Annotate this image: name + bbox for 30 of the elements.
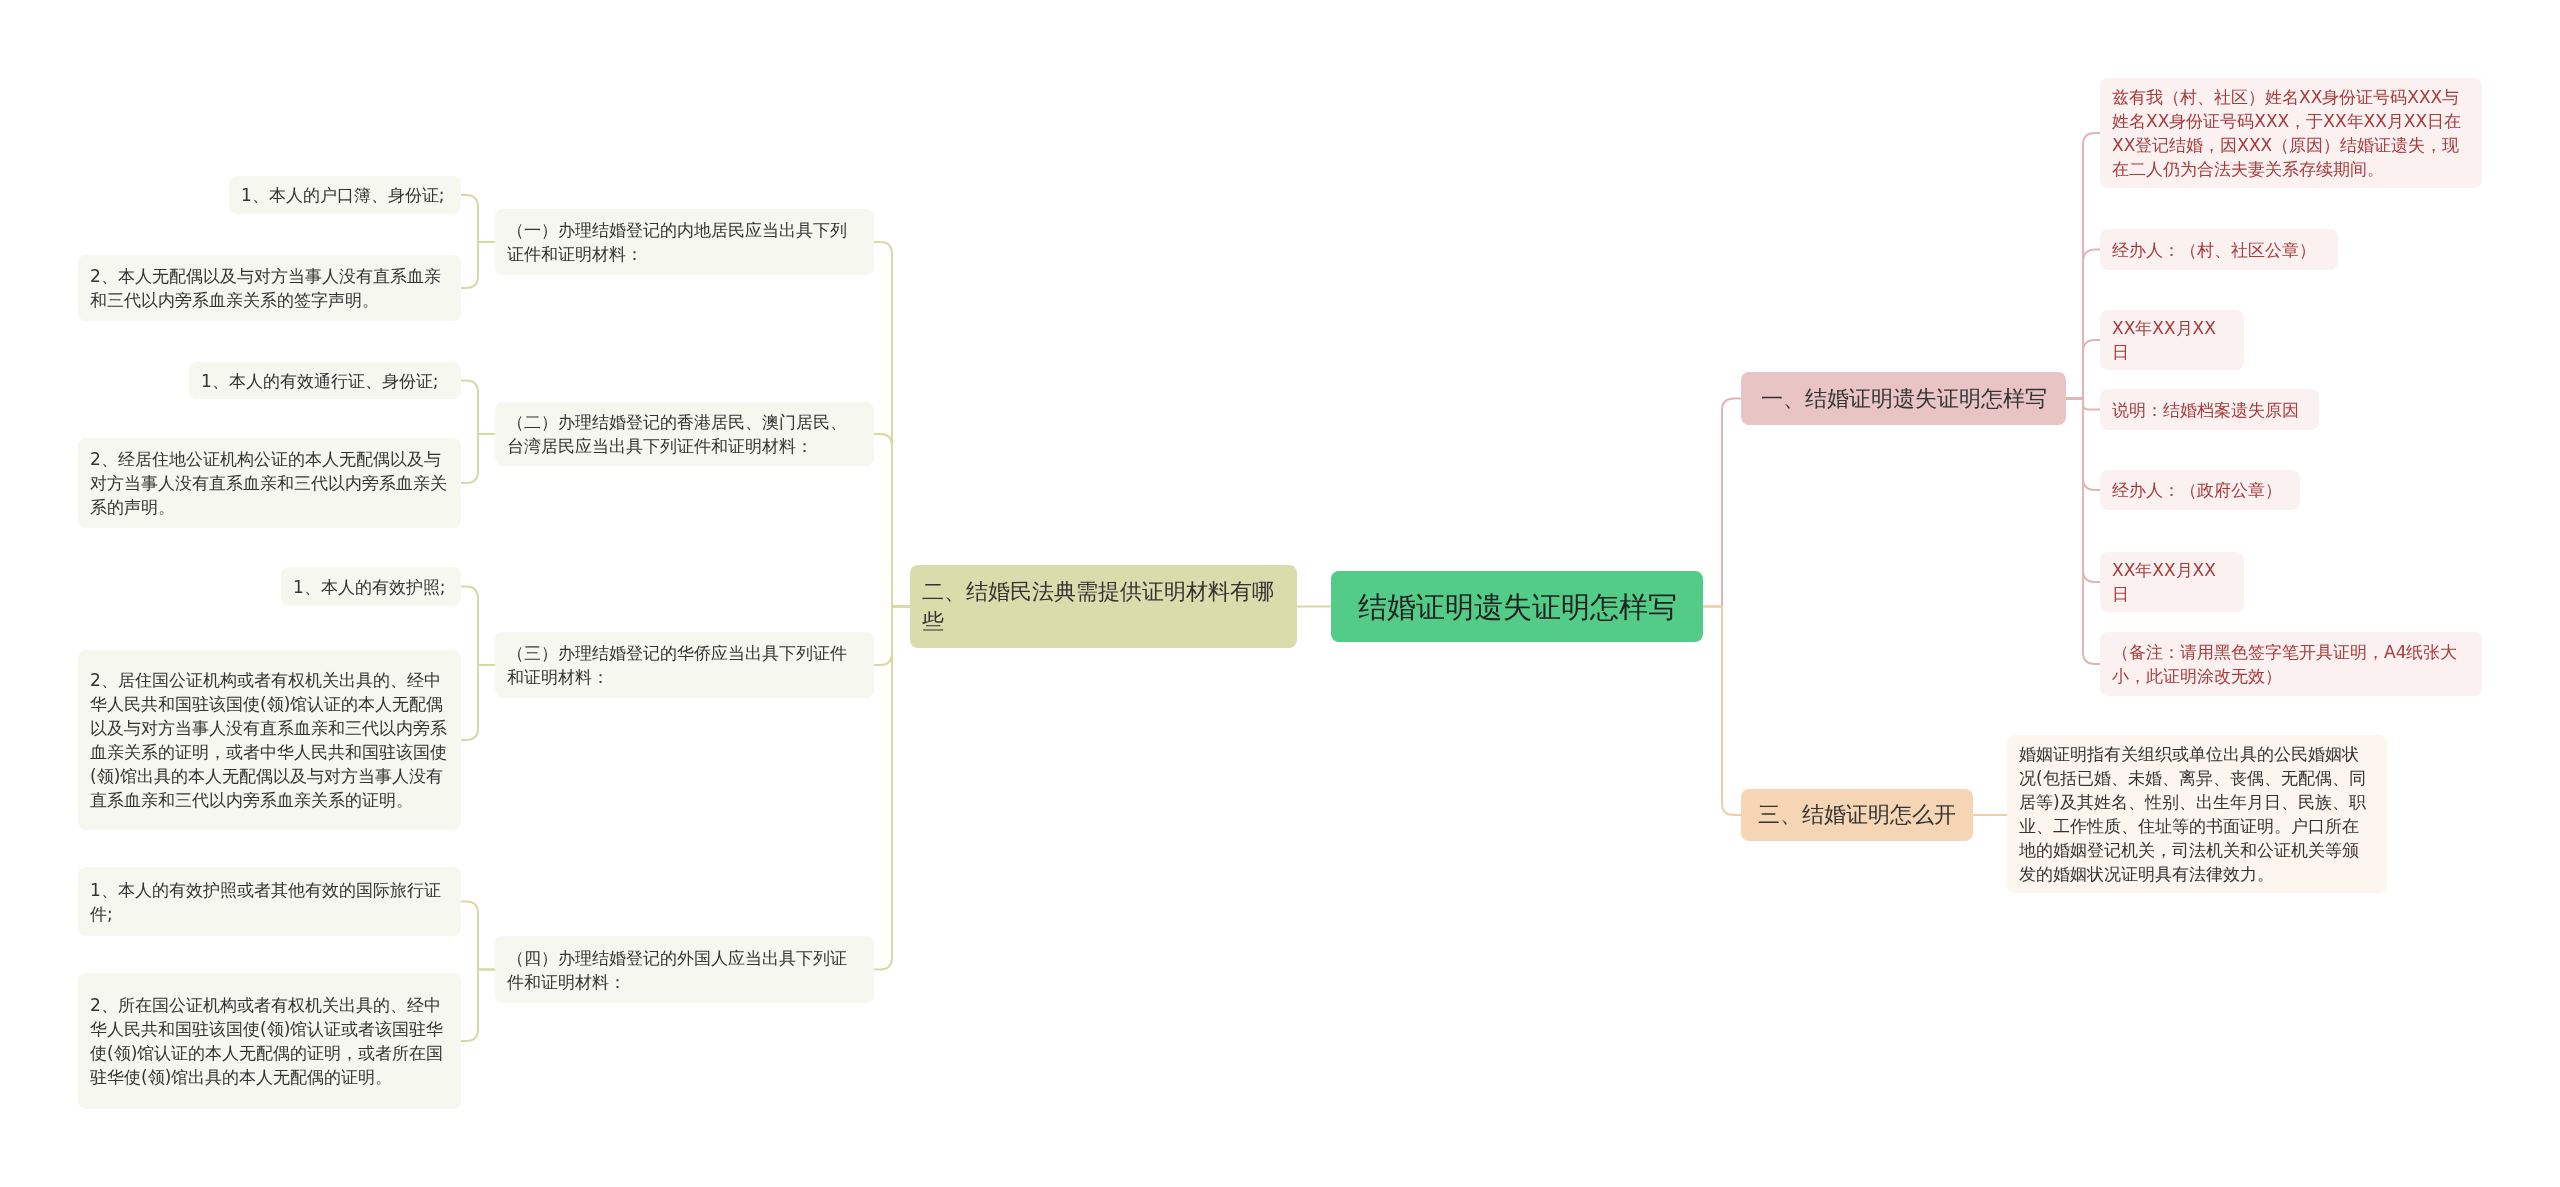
subtopic-box: （一）办理结婚登记的内地居民应当出具下列证件和证明材料：	[495, 209, 874, 275]
connector-line	[460, 433, 496, 484]
subtopic-box: XX年XX月XX日	[2100, 310, 2244, 370]
subtopic-box: 1、本人的有效通行证、身份证;	[189, 362, 461, 399]
central-topic-box: 结婚证明遗失证明怎样写	[1331, 571, 1703, 642]
connector-line	[1296, 605, 1332, 608]
subtopic-box: （二）办理结婚登记的香港居民、澳门居民、台湾居民应当出具下列证件和证明材料：	[495, 402, 874, 466]
connector-line	[2065, 397, 2101, 665]
subtopic-box: （备注：请用黑色签字笔开具证明，A4纸张大小，此证明涂改无效）	[2100, 632, 2482, 696]
subtopic-box: （三）办理结婚登记的华侨应当出具下列证件和证明材料：	[495, 632, 874, 698]
subtopic-box: 1、本人的户口簿、身份证;	[229, 176, 461, 214]
subtopic-box: 兹有我（村、社区）姓名XX身份证号码XXX与姓名XX身份证号码XXX，于XX年XX月XX日在XX登记结婚，因XXX（原因）结婚证遗失，现在二人仍为合法夫妻关系存续期间。	[2100, 78, 2482, 188]
subtopic-box: 经办人：（村、社区公章）	[2100, 229, 2338, 270]
subtopic-box: XX年XX月XX日	[2100, 552, 2244, 612]
subtopic-box: （四）办理结婚登记的外国人应当出具下列证件和证明材料：	[495, 936, 874, 1003]
subtopic-box: 1、本人的有效护照;	[281, 567, 461, 606]
topic-box: 三、结婚证明怎么开	[1741, 789, 1973, 841]
subtopic-box: 2、所在国公证机构或者有权机关出具的、经中华人民共和国驻该国使(领)馆认证或者该国驻华使(领)馆认证的本人无配偶的证明，或者所在国驻华使(领)馆出具的本人无配偶的证明。	[78, 973, 461, 1109]
subtopic-box: 说明：结婚档案遗失原因	[2100, 389, 2319, 430]
topic-box: 二、结婚民法典需提供证明材料有哪些	[910, 565, 1297, 648]
subtopic-box: 2、本人无配偶以及与对方当事人没有直系血亲和三代以内旁系血亲关系的签字声明。	[78, 255, 461, 321]
connector-line	[1702, 605, 1742, 816]
subtopic-box: 经办人：（政府公章）	[2100, 470, 2300, 510]
subtopic-box: 婚姻证明指有关组织或单位出具的公民婚姻状况(包括已婚、未婚、离异、丧偶、无配偶、同居等)及其姓名、性别、出生年月日、民族、职业、工作性质、住址等的书面证明。户口所在地的婚姻登记机关，司法机关和公证机关等颁发的婚姻状况证明具有法律效力。	[2007, 735, 2387, 893]
subtopic-box: 2、居住国公证机构或者有权机关出具的、经中华人民共和国驻该国使(领)馆认证的本人无配偶以及与对方当事人没有直系血亲和三代以内旁系血亲关系的证明，或者中华人民共和国驻该国使(领)馆出具的本人无配偶以及与对方当事人没有直系血亲和三代以内旁系血亲关系的证明。	[78, 650, 461, 830]
topic-box: 一、结婚证明遗失证明怎样写	[1741, 372, 2066, 425]
subtopic-box: 2、经居住地公证机构公证的本人无配偶以及与对方当事人没有直系血亲和三代以内旁系血亲关系的声明。	[78, 438, 461, 528]
connector-line	[460, 241, 496, 289]
connector-line	[1972, 814, 2008, 816]
subtopic-box: 1、本人的有效护照或者其他有效的国际旅行证件;	[78, 867, 461, 936]
